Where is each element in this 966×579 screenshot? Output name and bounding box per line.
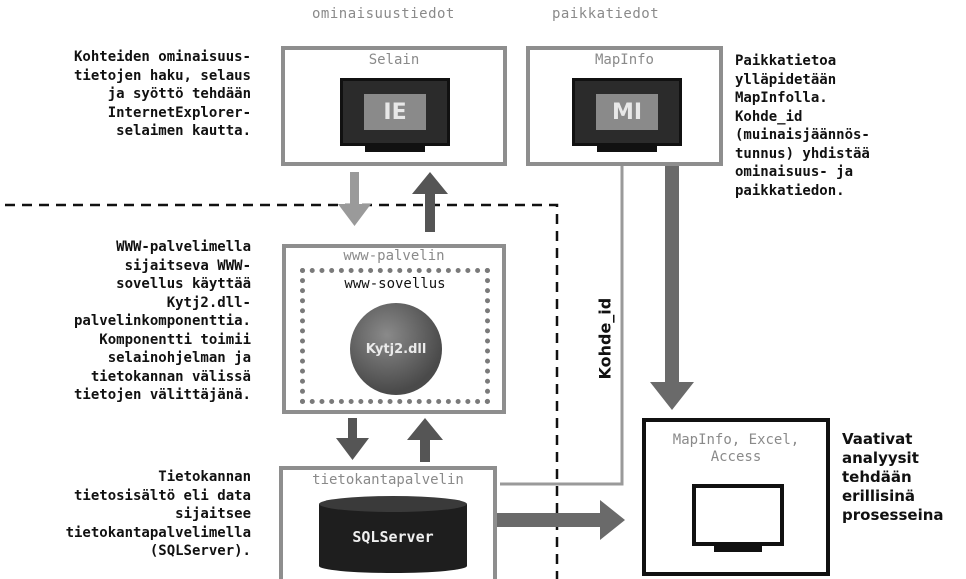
mi-screen-label: MI: [596, 94, 658, 130]
analysis-box: MapInfo, Excel, Access: [642, 418, 830, 576]
selain-title: Selain: [368, 52, 420, 68]
www-palvelin-title: www-palvelin: [343, 248, 445, 264]
www-palvelin-box: www-palvelin www-sovellus Kytj2.dll: [282, 244, 506, 414]
database-cylinder-icon: [319, 496, 467, 573]
monitor-icon: IE: [340, 78, 450, 146]
ie-screen-label: IE: [364, 94, 426, 130]
analysis-title: MapInfo, Excel, Access: [672, 432, 800, 465]
arrow-up-db-www: [407, 418, 443, 462]
mapinfo-box: MapInfo MI: [526, 46, 723, 166]
tietokantapalvelin-box: tietokantapalvelin SQLServer: [279, 466, 497, 579]
www-sovellus-frame: www-sovellus Kytj2.dll: [300, 268, 490, 404]
text-browser-description: Kohteiden ominaisuus- tietojen haku, sel…: [73, 49, 251, 139]
mapinfo-title: MapInfo: [594, 52, 654, 68]
monitor-stand: [365, 146, 425, 152]
kohde-id-line: [500, 165, 624, 486]
sqlserver-label: SQLServer: [352, 528, 434, 546]
monitor-icon: [692, 484, 784, 546]
network-boundary: [5, 203, 559, 579]
selain-box: Selain IE: [281, 46, 507, 166]
monitor-stand: [597, 146, 657, 152]
text-www-description: WWW-palvelimella sijaitseva WWW- sovellu…: [73, 239, 251, 403]
arrow-up-www-selain: [412, 172, 448, 232]
header-ominaisuustiedot: ominaisuustiedot: [312, 6, 455, 22]
monitor-stand: [714, 546, 762, 552]
monitor-icon: MI: [572, 78, 682, 146]
www-sovellus-title: www-sovellus: [344, 276, 446, 292]
text-mapinfo-description: Paikkatietoa ylläpidetään MapInfolla. Ko…: [735, 53, 870, 199]
header-paikkatiedot: paikkatiedot: [552, 6, 660, 22]
arrow-down-selain-www: [338, 172, 371, 226]
arrow-mapinfo-analysis: [650, 165, 694, 410]
text-db-description: Tietokannan tietosisältö eli data sijait…: [65, 469, 251, 559]
arrow-down-www-db: [336, 418, 369, 460]
kytj2-component: Kytj2.dll: [350, 303, 442, 395]
arrow-db-analysis: [492, 500, 625, 540]
kohde-id-label: Kohde_id: [595, 297, 615, 380]
tietokantapalvelin-title: tietokantapalvelin: [312, 472, 464, 488]
text-analysis-description: Vaativat analyysit tehdään erillisinä pr…: [842, 430, 944, 524]
